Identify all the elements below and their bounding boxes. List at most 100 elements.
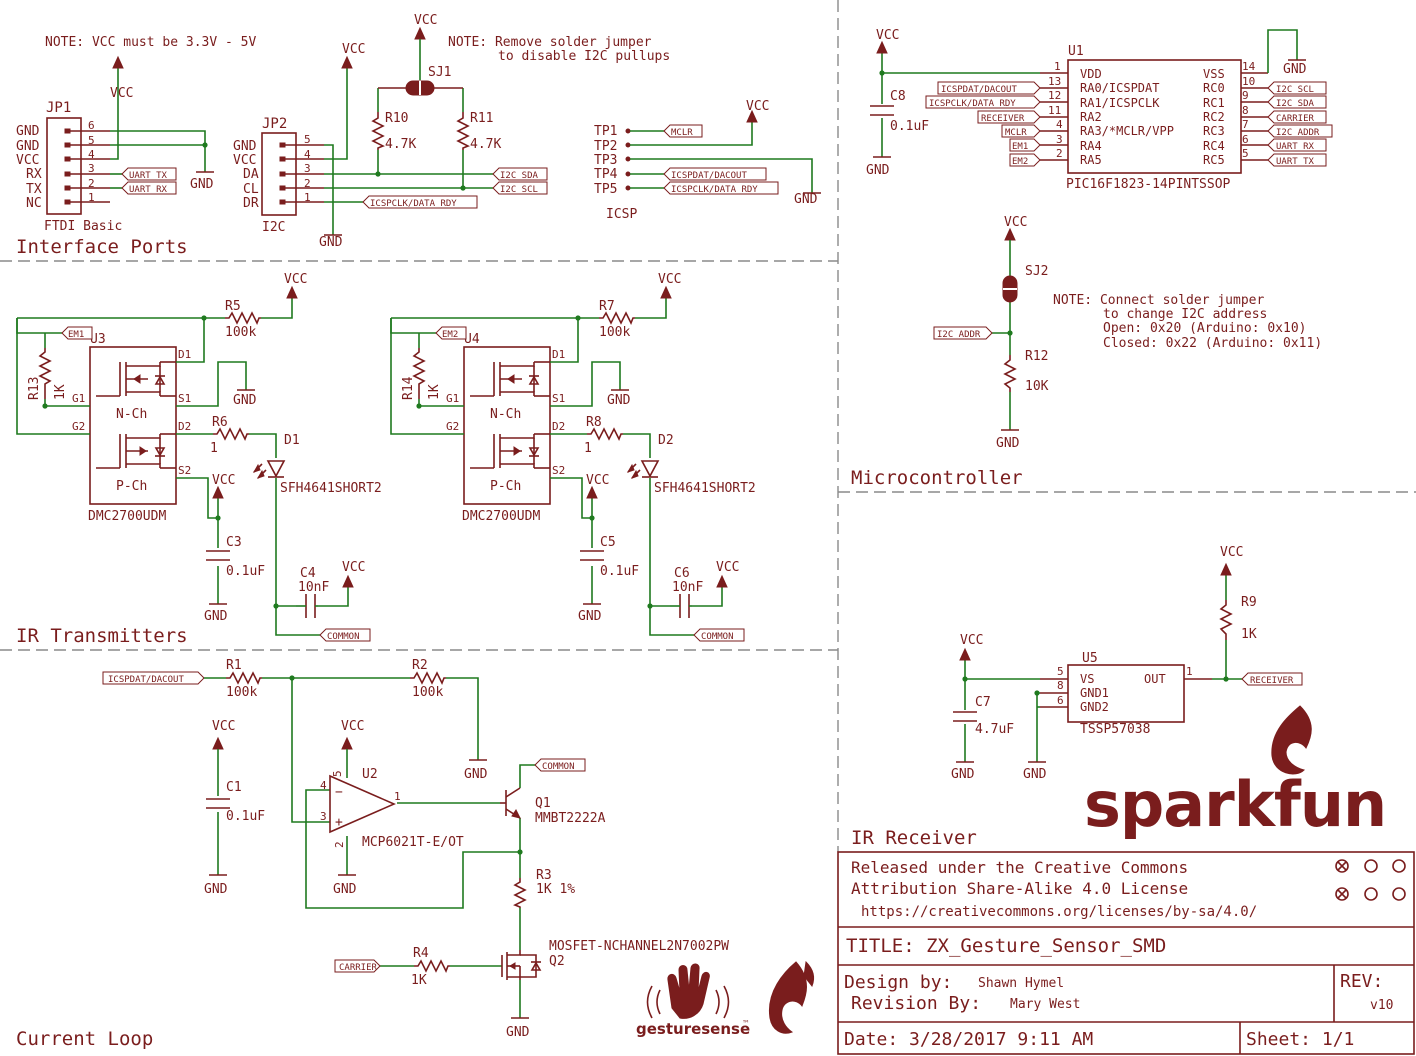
u4-value: DMC2700UDM [462,509,540,524]
c5-gnd-symbol: GND [578,603,602,624]
net-label-em1: EM1 [61,326,93,340]
jp1-pin-number: 1 [88,191,95,204]
icsp-title: ICSP [606,207,637,222]
u4-pin-g2: G2 [446,420,459,433]
u2-gnd-symbol: GND [333,874,357,897]
i2c-addr-label: I2C_ADDR [937,330,981,340]
resistor-r13: R13 1K [27,348,68,400]
d2-ref: D2 [658,433,674,448]
wave-left-outer-icon [646,985,653,1019]
revision-by-name: Mary West [1010,997,1080,1012]
hand-icon [667,963,710,1019]
q1-value: MMBT2222A [535,811,606,826]
mclr-label: MCLR [671,128,693,138]
ir-transmitter-2: U4 DMC2700UDM N-Ch P-Ch D1 S1 G1 G2 D2 S… [446,332,565,524]
license-line-2: Attribution Share-Alike 4.0 License [851,879,1188,898]
d1-ref: D1 [284,433,300,448]
r7-value: 100k [599,325,630,340]
u1-right-net-labels: I2C_SCL I2C_SDA CARRIER I2C_ADDR UART_RX… [1267,81,1333,167]
r3-value: 1K 1% [536,882,575,897]
section-label-ir-receiver: IR Receiver [851,827,977,849]
opamp-u2: − + U2 MCP6021T-E/OT 4 3 1 5 2 [320,767,464,850]
sparkfun-flame-icon [1271,705,1312,775]
section-label-microcontroller: Microcontroller [851,467,1023,489]
u1-pin-name: RA5 [1080,153,1102,167]
gnd-label: GND [464,767,488,782]
u2-vcc-symbol: VCC [341,719,364,760]
u2-pin5: 5 [331,770,344,777]
u1-pin-name: RA4 [1080,139,1102,153]
u1-pin-number: 9 [1242,89,1249,102]
license-url: https://creativecommons.org/licenses/by-… [861,904,1257,920]
jp1-vcc-symbol: VCC [110,55,133,101]
r4-ref: R4 [413,946,429,961]
u4-pin-s1: S1 [552,392,565,405]
u3-vcc-symbol: VCC [284,272,307,299]
vcc-label: VCC [876,28,899,43]
u4-gnd-symbol: GND [607,389,631,408]
u1-net-icspdat: ICSPDAT/DACOUT [941,85,1017,95]
wave-right-outer-icon [723,985,730,1019]
u1-net-receiver: RECEIVER [981,114,1025,124]
sj2-vcc-symbol: VCC [1004,215,1027,241]
q2-gnd-symbol: GND [506,1017,530,1040]
u1-net-i2c-scl: I2C_SCL [1276,85,1314,95]
r1-value: 100k [226,685,257,700]
u1-net-icspclk: ICSPCLK/DATA_RDY [929,99,1016,109]
jp1-pin-number: 5 [88,134,95,147]
icsp-vcc-symbol: VCC [746,99,769,123]
capacitor-c5: C5 0.1uF [580,535,639,579]
net-label-mclr-icsp: MCLR [663,124,703,138]
u1-pin-name: RC4 [1203,139,1225,153]
gnd-label: GND [866,163,890,178]
vcc-label: VCC [342,560,365,575]
opamp-minus: − [335,785,343,800]
u5-pin-name: GND2 [1080,700,1109,714]
u1-ref: U1 [1068,44,1084,59]
u5-gnd-symbol: GND [1023,761,1047,782]
vcc-label: VCC [212,719,235,734]
u1-gnd-symbol: GND [1283,59,1307,77]
r8-value: 1 [584,441,592,456]
capacitor-c4: C4 10nF [296,566,329,618]
vcc-label: VCC [110,86,133,101]
r2-ref: R2 [412,658,428,673]
gnd-label: GND [333,882,357,897]
vcc-label: VCC [1220,545,1243,560]
vcc-label: VCC [658,272,681,287]
gnd-label: GND [204,882,228,897]
jp1-pin-name: GND [16,124,40,139]
gnd-label: GND [506,1025,530,1040]
r12-ref: R12 [1025,349,1048,364]
sj1-ref: SJ1 [428,65,451,80]
sheet-number: Sheet: 1/1 [1246,1029,1354,1050]
sparkfun-logo: sparkfun [1084,705,1387,841]
rev-label: REV: [1340,971,1383,992]
c8-value: 0.1uF [890,119,929,134]
jp1-value: FTDI Basic [44,219,122,234]
jp1-pin-name: GND [16,139,40,154]
gnd-label: GND [794,192,818,207]
gesturesense-wordmark: gesturesense [636,1020,750,1038]
resistor-r6: R6 1 [210,415,249,456]
note-address-line3: Open: 0x20 (Arduino: 0x10) [1103,321,1307,336]
resistor-r1: R1 100k [226,658,262,700]
u4-nch-label: N-Ch [490,407,521,422]
c7-value: 4.7uF [975,722,1014,737]
vcc-label: VCC [212,473,235,488]
u5-pin-number: 5 [1057,665,1064,678]
u3-pch-label: P-Ch [116,479,147,494]
r12-gnd-symbol: GND [996,429,1020,451]
u1-pin-number: 11 [1048,104,1061,117]
jp1-gnd-symbol: GND [190,171,214,192]
gnd-label: GND [319,235,343,250]
icspclk-label: ICSPCLK/DATA_RDY [370,199,457,209]
c8-ref: C8 [890,89,906,104]
u1-pin-number: 14 [1242,60,1256,73]
u3-pin-d1: D1 [178,348,191,361]
u1-pin-number: 5 [1242,147,1249,160]
wave-right-icon [715,989,720,1015]
note-address-line4: Closed: 0x22 (Arduino: 0x11) [1103,336,1322,351]
revision-by-label: Revision By: [851,993,981,1014]
r4-value: 1K [411,973,427,988]
